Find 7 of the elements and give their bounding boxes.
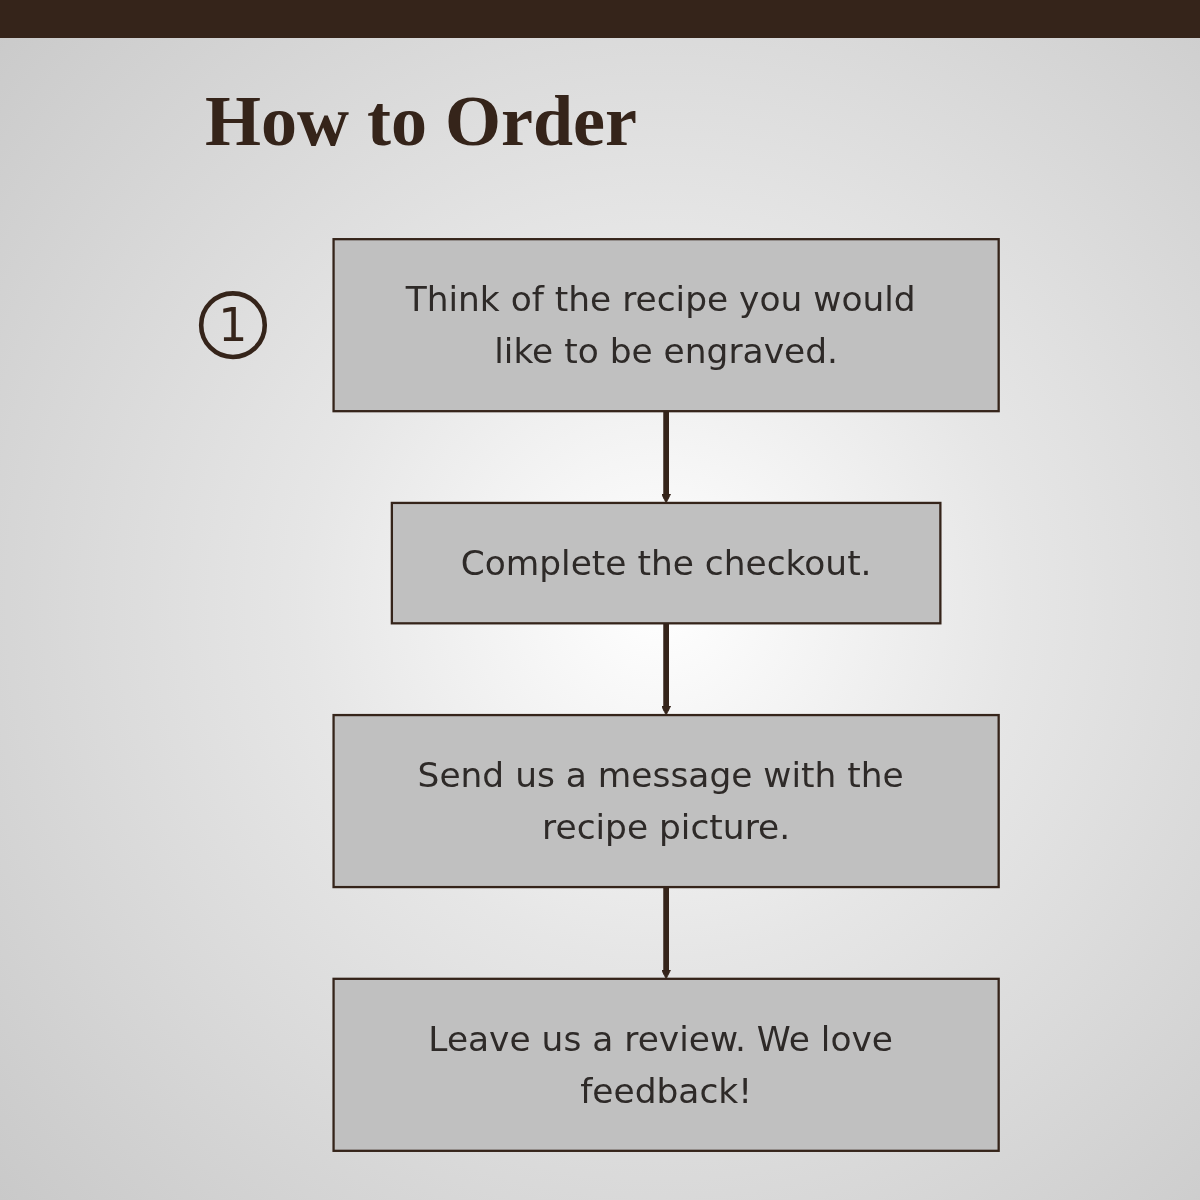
step-number-circle: 1 bbox=[198, 291, 268, 360]
step-box: Send us a message with the recipe picture. bbox=[332, 713, 1000, 889]
arrow bbox=[661, 623, 672, 716]
step-box: Leave us a review. We love feedback! bbox=[332, 977, 1000, 1152]
title: How to Order bbox=[205, 82, 637, 162]
step-box: Think of the recipe you would like to be engraved. bbox=[332, 238, 1000, 413]
step-box: Complete the checkout. bbox=[390, 501, 942, 625]
